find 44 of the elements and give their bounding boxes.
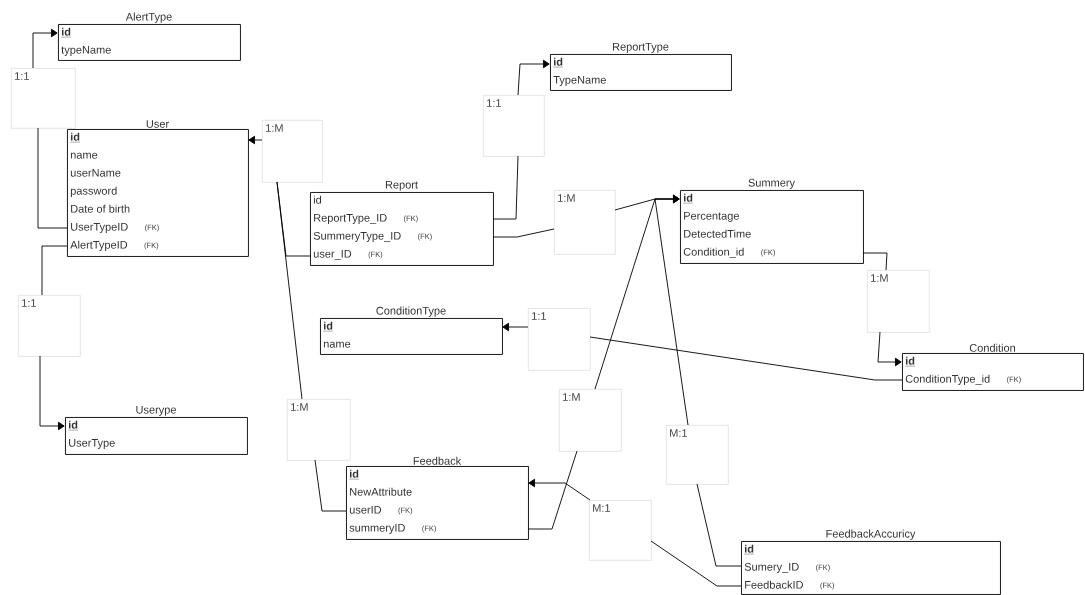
node-label: AlertType — [125, 12, 172, 23]
cardinality-box: M:1 — [666, 425, 729, 485]
arrow — [528, 478, 591, 501]
cardinality-box: 1:1 — [18, 295, 81, 357]
arrow — [502, 322, 529, 332]
connector-line — [314, 459, 347, 512]
connector-line — [492, 228, 555, 238]
entity-table: ReportType id TypeName — [550, 42, 732, 91]
arrow — [877, 331, 902, 367]
connector-line — [589, 336, 903, 381]
cardinality-box: 1:M — [554, 190, 616, 255]
node-label: ReportType — [612, 42, 669, 53]
connector-line — [41, 245, 68, 296]
connector-line — [276, 181, 303, 400]
connector-line — [492, 155, 519, 220]
node-label: FeedbackAccuricy — [826, 529, 916, 540]
cardinality-box: 1:M — [262, 120, 323, 183]
cardinality-box: 1:M — [559, 389, 622, 452]
entity-table: ConditionType id name — [320, 306, 503, 355]
arrow — [654, 194, 689, 426]
arrow — [248, 135, 263, 145]
connector-line — [696, 483, 742, 567]
node-label: Userype — [136, 405, 176, 416]
entity-table: AlertType id typeName — [58, 12, 241, 61]
connector-line — [650, 540, 742, 587]
cardinality-box: 1:1 — [483, 95, 545, 157]
node-label: Summery — [748, 178, 796, 189]
cardinality-box: M:1 — [589, 500, 652, 561]
cardinality-box: 1:1 — [528, 308, 591, 371]
cardinality-box: 1:1 — [11, 68, 76, 129]
node-label: Condition — [969, 343, 1016, 352]
connector-line — [862, 252, 888, 271]
cardinality-box: 1:M — [867, 270, 930, 333]
node-label: User — [146, 120, 169, 128]
connector-line — [527, 450, 578, 530]
arrow — [39, 355, 65, 431]
node-label: ConditionType — [376, 306, 446, 317]
arrow — [32, 28, 58, 69]
cardinality-box: 1:M — [287, 399, 351, 461]
node-label: Report — [385, 180, 418, 191]
arrow — [517, 59, 550, 96]
connector-line — [37, 127, 68, 229]
entity-table: Userype id UserType — [65, 405, 248, 455]
node-label: Feedback — [413, 456, 462, 465]
